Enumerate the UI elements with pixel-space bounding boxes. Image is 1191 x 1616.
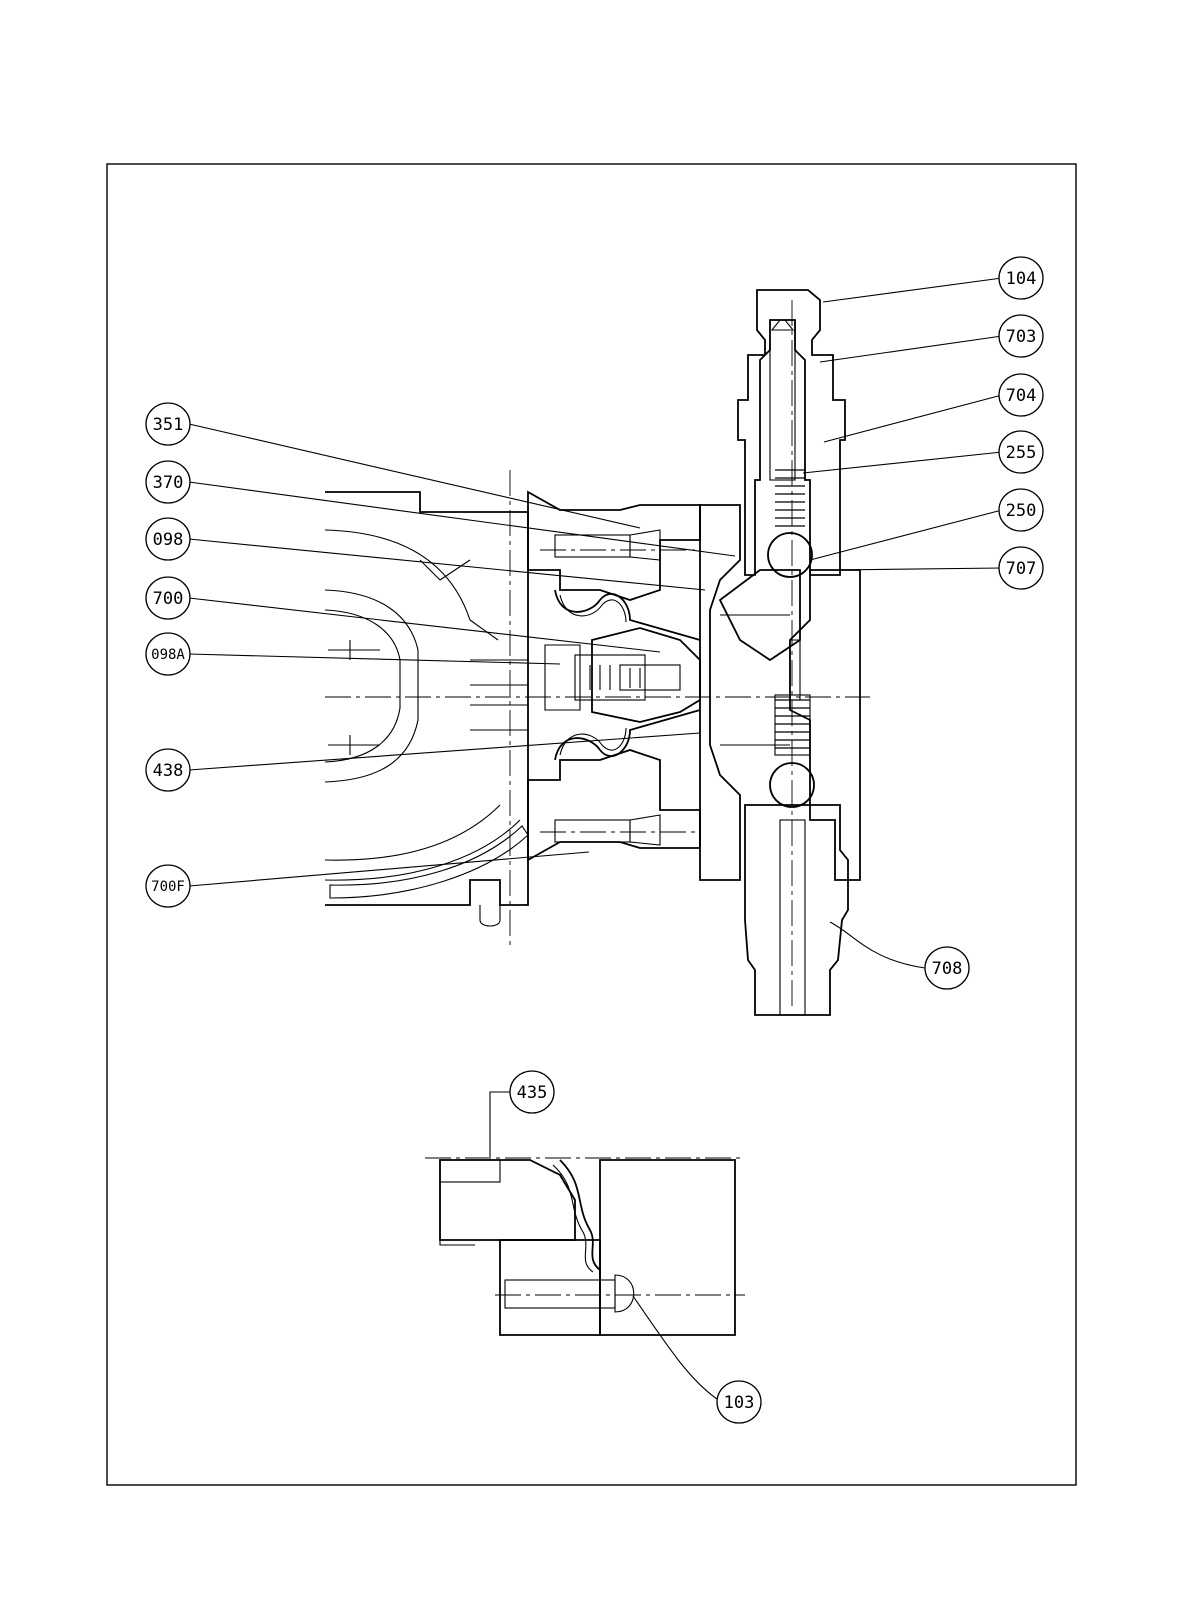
drive-housing	[325, 492, 528, 926]
main-section-view	[325, 290, 870, 1015]
callout-098a: 098A	[146, 633, 190, 675]
callout-label: 435	[517, 1083, 548, 1103]
callout-label: 707	[1006, 559, 1037, 579]
leader-lines	[189, 278, 1002, 1399]
callout-438: 438	[146, 749, 190, 791]
callout-370: 370	[146, 461, 190, 503]
callout-label: 370	[153, 473, 184, 493]
callout-703: 703	[999, 315, 1043, 357]
callout-balloons: 104 703 704 255 250 707 351 370 098 700 …	[146, 257, 1043, 1423]
suction-valve	[745, 695, 848, 1015]
callout-704: 704	[999, 374, 1043, 416]
callout-098: 098	[146, 518, 190, 560]
callout-label: 098A	[151, 647, 185, 663]
callout-708: 708	[925, 947, 969, 989]
drawing-frame	[107, 164, 1076, 1485]
callout-250: 250	[999, 489, 1043, 531]
callout-255: 255	[999, 431, 1043, 473]
callout-707: 707	[999, 547, 1043, 589]
callout-label: 098	[153, 530, 184, 550]
callout-label: 703	[1006, 327, 1037, 347]
callout-label: 250	[1006, 501, 1037, 521]
discharge-valve	[738, 290, 845, 577]
callout-label: 700	[153, 589, 184, 609]
callout-104: 104	[999, 257, 1043, 299]
callout-label: 438	[153, 761, 184, 781]
detail-section-view	[425, 1158, 745, 1335]
callout-label: 104	[1006, 269, 1037, 289]
callout-label: 708	[932, 959, 963, 979]
callout-label: 351	[153, 415, 184, 435]
callout-351: 351	[146, 403, 190, 445]
callout-label: 103	[724, 1393, 755, 1413]
callout-label: 255	[1006, 443, 1037, 463]
callout-700: 700	[146, 577, 190, 619]
callout-label: 700F	[151, 879, 185, 895]
callout-435: 435	[510, 1071, 554, 1113]
diaphragm-flange	[528, 492, 700, 860]
callout-103: 103	[717, 1381, 761, 1423]
callout-label: 704	[1006, 386, 1037, 406]
callout-700f: 700F	[146, 865, 190, 907]
